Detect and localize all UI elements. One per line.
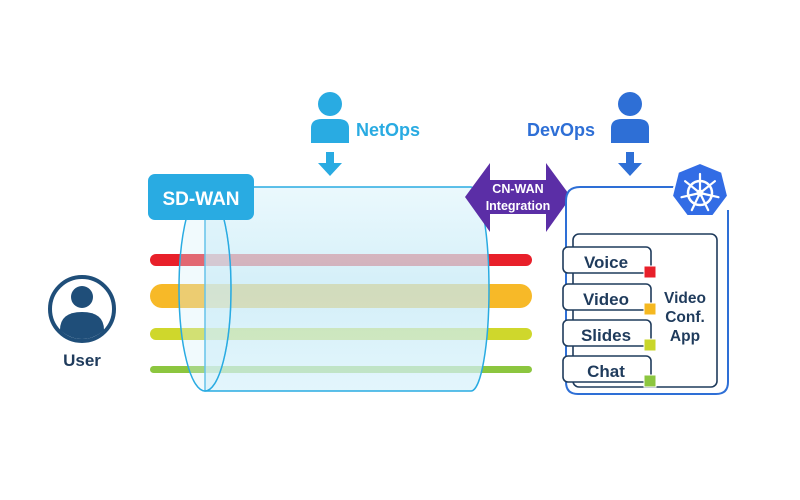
service-label: Voice	[584, 253, 628, 272]
sdwan-badge: SD-WAN	[148, 174, 254, 220]
devops-arrow-icon	[618, 152, 642, 176]
netops-arrow-icon	[318, 152, 342, 176]
integration-label-line2: Integration	[486, 199, 551, 213]
app-label-line1: Video	[664, 290, 706, 307]
kubernetes-helm-icon	[670, 161, 730, 217]
netops-person-icon	[311, 92, 349, 143]
devops-person-icon	[611, 92, 649, 143]
service-video: Video	[562, 283, 657, 316]
service-label: Chat	[587, 362, 625, 381]
cn-wan-integration-arrow: CN-WAN Integration	[465, 163, 571, 232]
devops-label: DevOps	[527, 120, 595, 140]
service-label: Video	[583, 290, 629, 309]
user-label: User	[63, 351, 101, 370]
sdwan-label: SD-WAN	[162, 189, 239, 210]
integration-label-line1: CN-WAN	[492, 182, 543, 196]
app-label-line3: App	[670, 328, 700, 345]
netops-label: NetOps	[356, 120, 420, 140]
service-voice: Voice	[562, 246, 657, 279]
user-avatar-icon	[48, 275, 116, 343]
sdwan-tunnel	[178, 186, 490, 392]
service-chat: Chat	[562, 355, 657, 388]
service-slides: Slides	[562, 319, 657, 352]
service-label: Slides	[581, 326, 631, 345]
app-label-line2: Conf.	[665, 309, 705, 326]
